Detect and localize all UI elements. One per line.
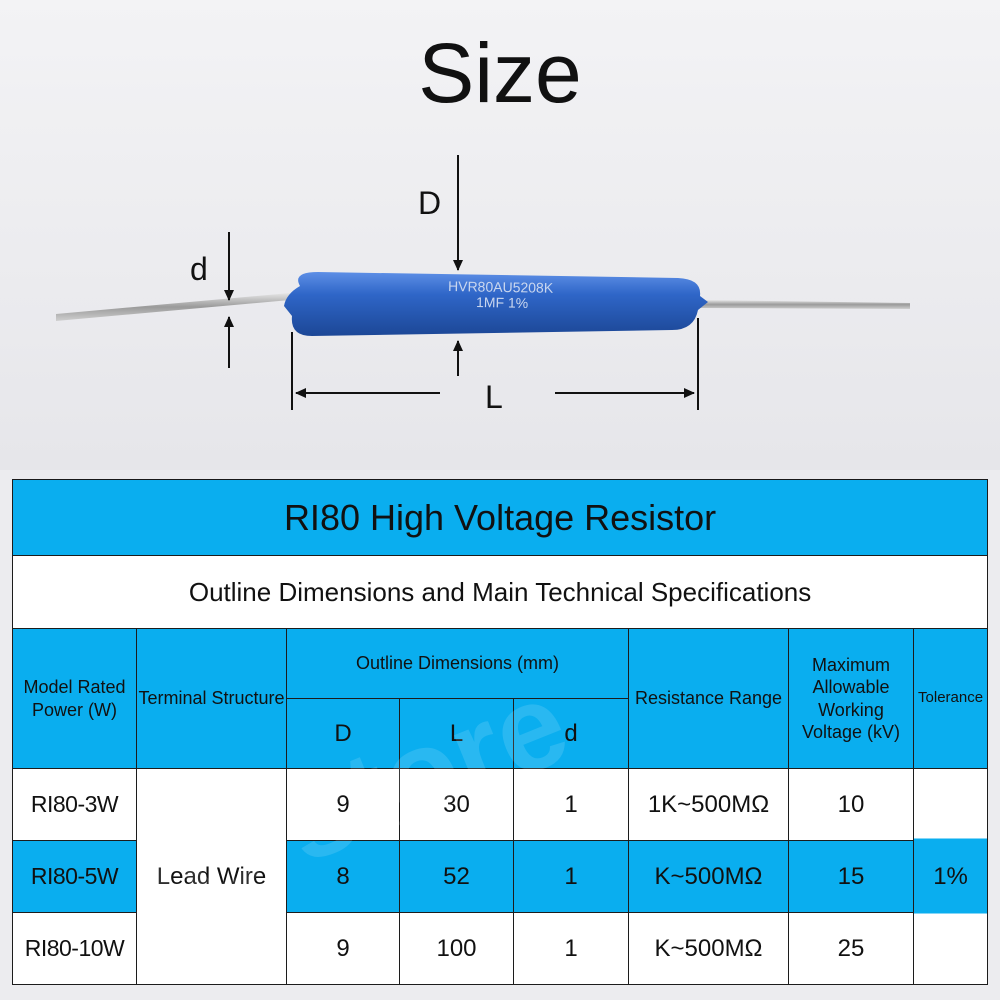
- left-lead: [56, 293, 290, 321]
- header-L: L: [399, 698, 514, 769]
- row3-d: 1: [513, 912, 629, 985]
- row2-L: 52: [399, 840, 514, 913]
- row3-L: 100: [399, 912, 514, 985]
- row3-voltage: 25: [788, 912, 914, 985]
- row2-D: 8: [286, 840, 400, 913]
- row1-d: 1: [513, 768, 629, 841]
- header-model: Model Rated Power (W): [12, 628, 137, 769]
- header-outline: Outline Dimensions (mm): [286, 628, 629, 699]
- tolerance-value: 1%: [912, 768, 989, 985]
- row1-resistance: 1K~500MΩ: [628, 768, 789, 841]
- table-title: RI80 High Voltage Resistor: [11, 479, 989, 556]
- diagram-area: [0, 0, 1000, 470]
- header-terminal: Terminal Structure: [136, 628, 287, 769]
- resistor-print-line1: HVR80AU5208K: [448, 278, 554, 296]
- label-d: d: [190, 251, 208, 287]
- row2-model: RI80-5W: [12, 840, 137, 913]
- row1-model: RI80-3W: [12, 768, 137, 841]
- row3-model: RI80-10W: [12, 912, 137, 985]
- row2-resistance: K~500MΩ: [628, 840, 789, 913]
- resistor-print-line2: 1MF 1%: [476, 294, 528, 311]
- right-lead: [700, 300, 910, 309]
- row1-L: 30: [399, 768, 514, 841]
- terminal-structure-value: Lead Wire: [136, 768, 287, 985]
- label-L: L: [485, 379, 503, 415]
- resistor-diagram: HVR80AU5208K 1MF 1% D d L: [56, 155, 910, 415]
- table-subtitle: Outline Dimensions and Main Technical Sp…: [11, 555, 989, 629]
- header-tolerance: Tolerance: [912, 628, 989, 769]
- row3-resistance: K~500MΩ: [628, 912, 789, 985]
- resistor-body: [284, 272, 708, 336]
- header-D: D: [286, 698, 400, 769]
- row3-D: 9: [286, 912, 400, 985]
- row2-voltage: 15: [788, 840, 914, 913]
- row2-d: 1: [513, 840, 629, 913]
- header-resistance: Resistance Range: [628, 628, 789, 769]
- header-voltage: Maximum Allowable Working Voltage (kV): [788, 628, 914, 769]
- label-D: D: [418, 185, 441, 221]
- spec-table: RI80 High Voltage Resistor Outline Dimen…: [11, 479, 989, 985]
- row1-D: 9: [286, 768, 400, 841]
- page-title: Size: [418, 26, 582, 120]
- row1-voltage: 10: [788, 768, 914, 841]
- header-d: d: [513, 698, 629, 769]
